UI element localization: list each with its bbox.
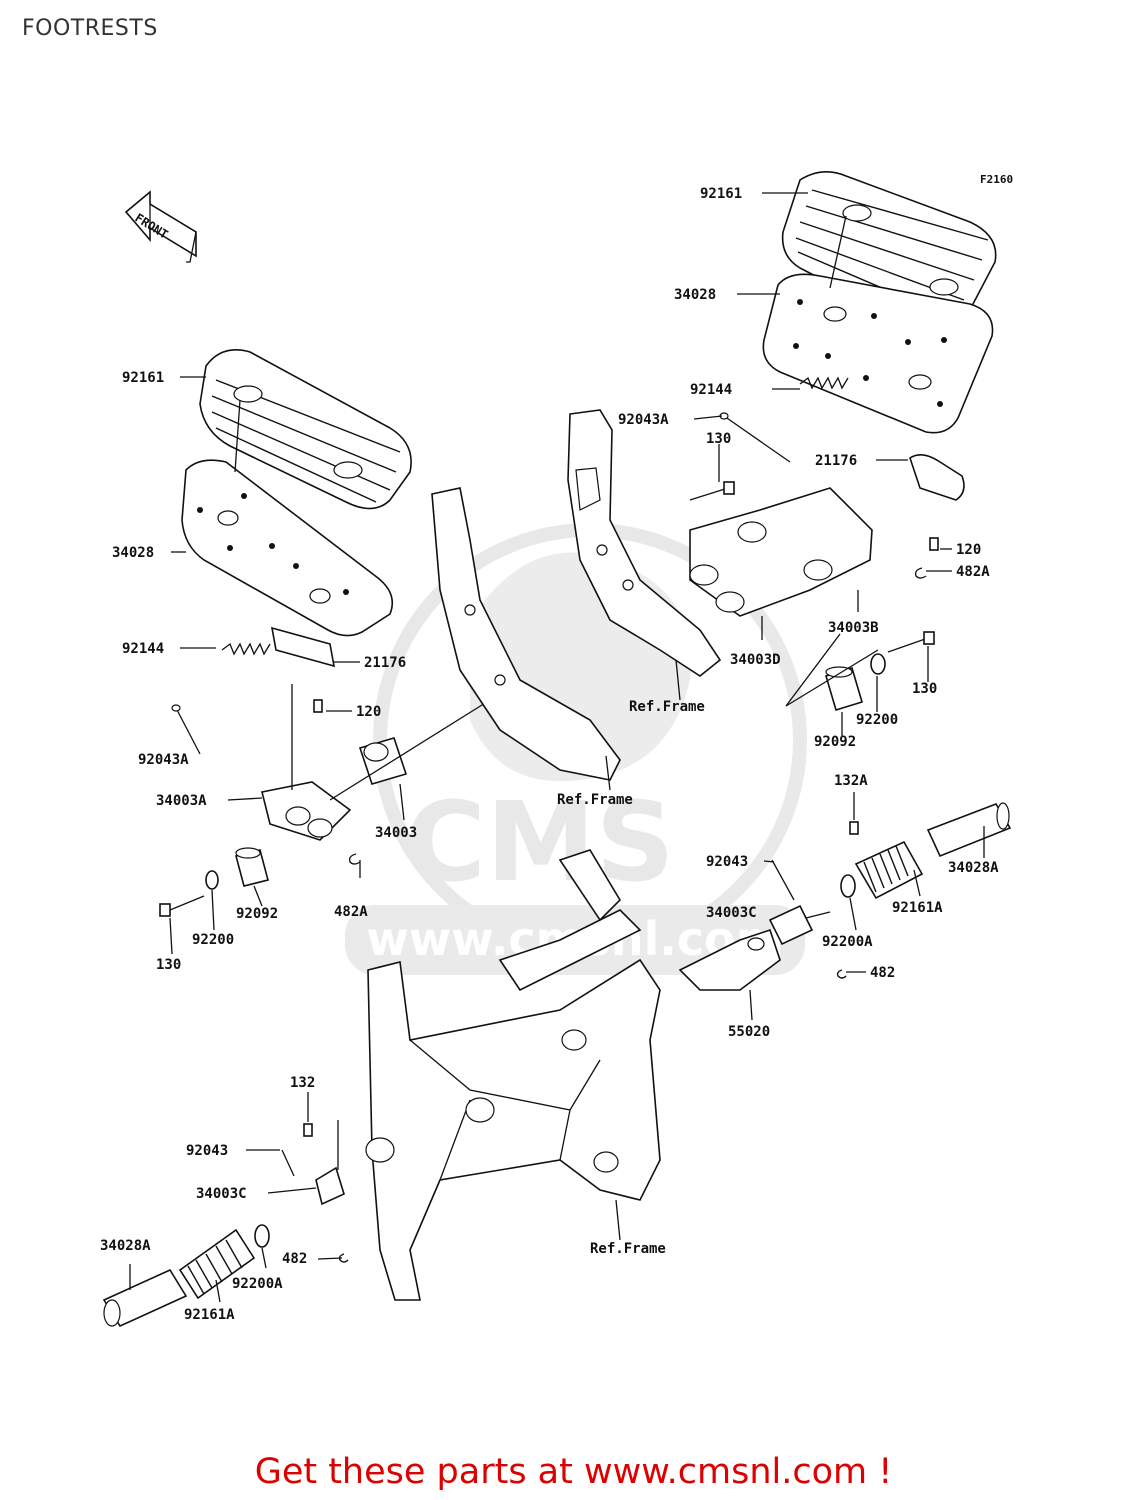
label-92200-left: 92200 (192, 932, 234, 948)
label-482-right: 482 (870, 965, 895, 981)
label-34003C-right: 34003C (706, 905, 757, 921)
label-34003C-left: 34003C (196, 1186, 247, 1202)
gearshift-bracket-55020 (678, 928, 781, 991)
left-screw-120 (313, 699, 323, 713)
label-92092-right: 92092 (814, 734, 856, 750)
part-labels: 92161 34028 92144 92043A 130 21176 120 4… (100, 186, 999, 1323)
label-55020: 55020 (728, 1024, 770, 1040)
left-clip-482A (348, 853, 361, 865)
right-bolt-130-bottom (887, 631, 935, 653)
upper-frame-tube (558, 849, 622, 922)
left-peg-bolt-132 (303, 1123, 313, 1137)
left-peg-bracket-34003C (315, 1166, 345, 1206)
right-peg-washer-92200A (840, 874, 856, 898)
label-92144-left: 92144 (122, 641, 164, 657)
label-92043-right: 92043 (706, 854, 748, 870)
label-34028-right: 34028 (674, 287, 716, 303)
right-frame-section (567, 409, 722, 677)
left-floorboard-bracket (270, 626, 336, 668)
left-peg-pin-92043 (281, 1149, 295, 1177)
label-120-right: 120 (956, 542, 981, 558)
label-92043-left: 92043 (186, 1143, 228, 1159)
label-482-left: 482 (282, 1251, 307, 1267)
label-92144-right: 92144 (690, 382, 732, 398)
label-482A-right: 482A (956, 564, 990, 580)
label-132: 132 (290, 1075, 315, 1091)
left-mount-bracket-34003A (261, 781, 352, 841)
right-peg-bracket-34003C (768, 904, 814, 946)
left-floorboard-rubber (199, 349, 412, 510)
right-clip-482A (914, 567, 927, 579)
label-130-right-top: 130 (706, 431, 731, 447)
right-floorboard-rubber (781, 171, 997, 338)
left-peg-rubber-92161A (178, 1228, 256, 1300)
label-34028-left: 34028 (112, 545, 154, 561)
label-92161-left: 92161 (122, 370, 164, 386)
label-92043A-left: 92043A (138, 752, 189, 768)
left-floorboard-spring (221, 642, 271, 656)
right-mount-bracket (689, 487, 873, 617)
label-92200A-right: 92200A (822, 934, 873, 950)
right-peg-bolt-132A (849, 821, 859, 835)
label-21176-left: 21176 (364, 655, 406, 671)
left-peg-washer-92200A (254, 1224, 270, 1248)
label-120-left: 120 (356, 704, 381, 720)
label-92092-left: 92092 (236, 906, 278, 922)
right-peg-core-34028A (926, 802, 1012, 858)
left-bolt-130 (159, 895, 205, 917)
left-floorboard-plate (181, 459, 394, 637)
label-92161-right: 92161 (700, 186, 742, 202)
right-peg-clip-482 (836, 969, 847, 979)
label-130-left: 130 (156, 957, 181, 973)
left-floorboard-pin (171, 704, 201, 755)
label-92043A-right: 92043A (618, 412, 669, 428)
label-92200A-left: 92200A (232, 1276, 283, 1292)
diagram-code: F2160 (980, 173, 1013, 186)
label-21176-right: 21176 (815, 453, 857, 469)
right-floorboard-bracket (909, 454, 965, 501)
left-peg-clip-482 (338, 1253, 349, 1263)
label-ref-frame-middle: Ref.Frame (557, 792, 633, 808)
label-482A-left: 482A (334, 904, 368, 920)
label-92200-right: 92200 (856, 712, 898, 728)
front-arrow-icon: FRONT (124, 190, 197, 263)
watermark-brand: CMS (405, 778, 674, 906)
label-92161A-right: 92161A (892, 900, 943, 916)
label-ref-frame-bottom: Ref.Frame (590, 1241, 666, 1257)
label-ref-frame-top: Ref.Frame (629, 699, 705, 715)
left-peg-core-34028A (102, 1268, 188, 1328)
label-132A: 132A (834, 773, 868, 789)
right-screw-120 (929, 537, 939, 551)
right-floorboard-spring (799, 376, 849, 390)
label-34003A: 34003A (156, 793, 207, 809)
left-collar-92092 (235, 847, 269, 887)
right-peg-rubber-92161A (854, 840, 924, 900)
label-34003B: 34003B (828, 620, 879, 636)
leader-lines (129, 192, 985, 1303)
label-130-right-bottom: 130 (912, 681, 937, 697)
right-floorboard-plate (762, 273, 994, 434)
buy-parts-link[interactable]: Get these parts at www.cmsnl.com ! (254, 1452, 893, 1492)
right-collar-92092 (825, 666, 863, 712)
label-92161A-left: 92161A (184, 1307, 235, 1323)
left-mount-bracket-34003 (329, 699, 491, 801)
left-washer-92200 (205, 870, 219, 890)
right-bolt-130 (689, 481, 735, 501)
label-34003D: 34003D (730, 652, 781, 668)
label-34028A-left: 34028A (100, 1238, 151, 1254)
left-frame-section (431, 487, 621, 781)
page-title: FOOTRESTS (22, 16, 158, 41)
label-34028A-right: 34028A (948, 860, 999, 876)
main-frame (365, 909, 661, 1301)
label-34003: 34003 (375, 825, 417, 841)
right-peg-pin-92043 (771, 859, 795, 901)
right-washer-92200 (870, 653, 886, 675)
